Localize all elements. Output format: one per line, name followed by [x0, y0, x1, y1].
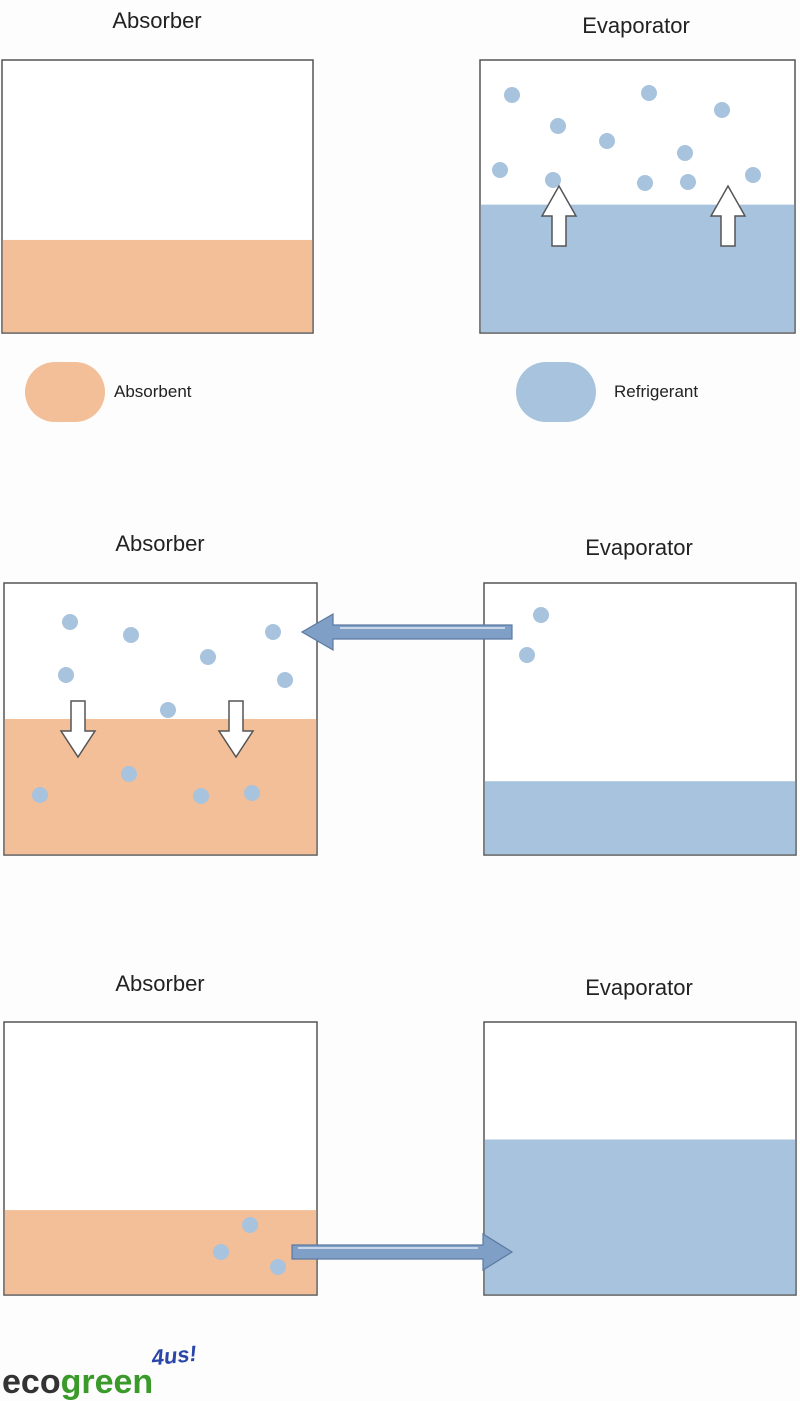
stage1-absorber-label: Absorber [112, 8, 201, 33]
stage2-absorber-label: Absorber [115, 531, 204, 556]
refrigerant-molecule [519, 647, 535, 663]
refrigerant-molecule [599, 133, 615, 149]
stage1-absorbent-liquid [2, 239, 313, 333]
stage3-absorbent-liquid [4, 1210, 317, 1295]
logo-4us-text: 4us! [149, 1341, 198, 1371]
stage3-absorbed-refrigerant [213, 1217, 286, 1275]
evaporation-up-arrow [709, 184, 747, 247]
stage2-refrigerant-vapor-evap [519, 607, 549, 663]
refrigerant-molecule [714, 102, 730, 118]
refrigerant-molecule [680, 174, 696, 190]
refrigerant-molecule [492, 162, 508, 178]
legend-absorbent-label: Absorbent [114, 382, 192, 401]
refrigerant-molecule [213, 1244, 229, 1260]
stage3-evaporator-label: Evaporator [585, 975, 693, 1000]
refrigerant-molecule [550, 118, 566, 134]
vapor-flow-arrow-left [300, 612, 513, 652]
refrigerant-molecule [160, 702, 176, 718]
refrigerant-molecule [504, 87, 520, 103]
refrigerant-molecule [745, 167, 761, 183]
refrigerant-molecule [193, 788, 209, 804]
stage3-evaporator-tank [483, 1021, 797, 1296]
absorption-down-arrow [59, 700, 97, 759]
legend-refrigerant-label: Refrigerant [614, 382, 698, 401]
solution-flow-arrow-right [291, 1232, 514, 1272]
refrigerant-molecule [533, 607, 549, 623]
refrigerant-molecule [244, 785, 260, 801]
refrigerant-molecule [242, 1217, 258, 1233]
refrigerant-molecule [677, 145, 693, 161]
svg-text:ecogreen: ecogreen [2, 1363, 153, 1401]
stage2-absorbed-refrigerant [32, 766, 260, 804]
logo-green-text: green [61, 1363, 154, 1401]
refrigerant-molecule [270, 1259, 286, 1275]
refrigerant-molecule [121, 766, 137, 782]
refrigerant-molecule [200, 649, 216, 665]
stage2-absorber-tank [3, 582, 318, 856]
refrigerant-molecule [62, 614, 78, 630]
stage2-evaporator-tank [483, 582, 797, 856]
legend-absorbent-swatch [25, 362, 105, 422]
stage3-refrigerant-liquid [484, 1139, 796, 1295]
stage3-absorber-label: Absorber [115, 971, 204, 996]
stage1-refrigerant-vapor [492, 85, 761, 191]
stage1-absorber-tank [1, 59, 314, 334]
refrigerant-molecule [32, 787, 48, 803]
refrigerant-molecule [545, 172, 561, 188]
stage2-refrigerant-vapor [58, 614, 293, 718]
ecogreen-logo: ecogreen 4us! [2, 1341, 198, 1401]
refrigerant-molecule [265, 624, 281, 640]
refrigerant-molecule [637, 175, 653, 191]
logo-eco-text: eco [2, 1363, 61, 1401]
absorption-down-arrow [217, 700, 255, 759]
refrigerant-molecule [123, 627, 139, 643]
stage2-absorbent-liquid [4, 719, 317, 855]
legend: Absorbent Refrigerant [25, 362, 698, 422]
stage1-evaporator-label: Evaporator [582, 13, 690, 38]
evaporation-up-arrow [540, 184, 578, 247]
stage3-absorber-tank [3, 1021, 318, 1296]
legend-refrigerant-swatch [516, 362, 596, 422]
stage2-refrigerant-liquid [484, 781, 796, 855]
stage1-refrigerant-liquid [480, 204, 795, 333]
refrigerant-molecule [58, 667, 74, 683]
refrigerant-molecule [277, 672, 293, 688]
stage1-evaporator-tank [479, 59, 796, 334]
stage2-evaporator-label: Evaporator [585, 535, 693, 560]
refrigerant-molecule [641, 85, 657, 101]
